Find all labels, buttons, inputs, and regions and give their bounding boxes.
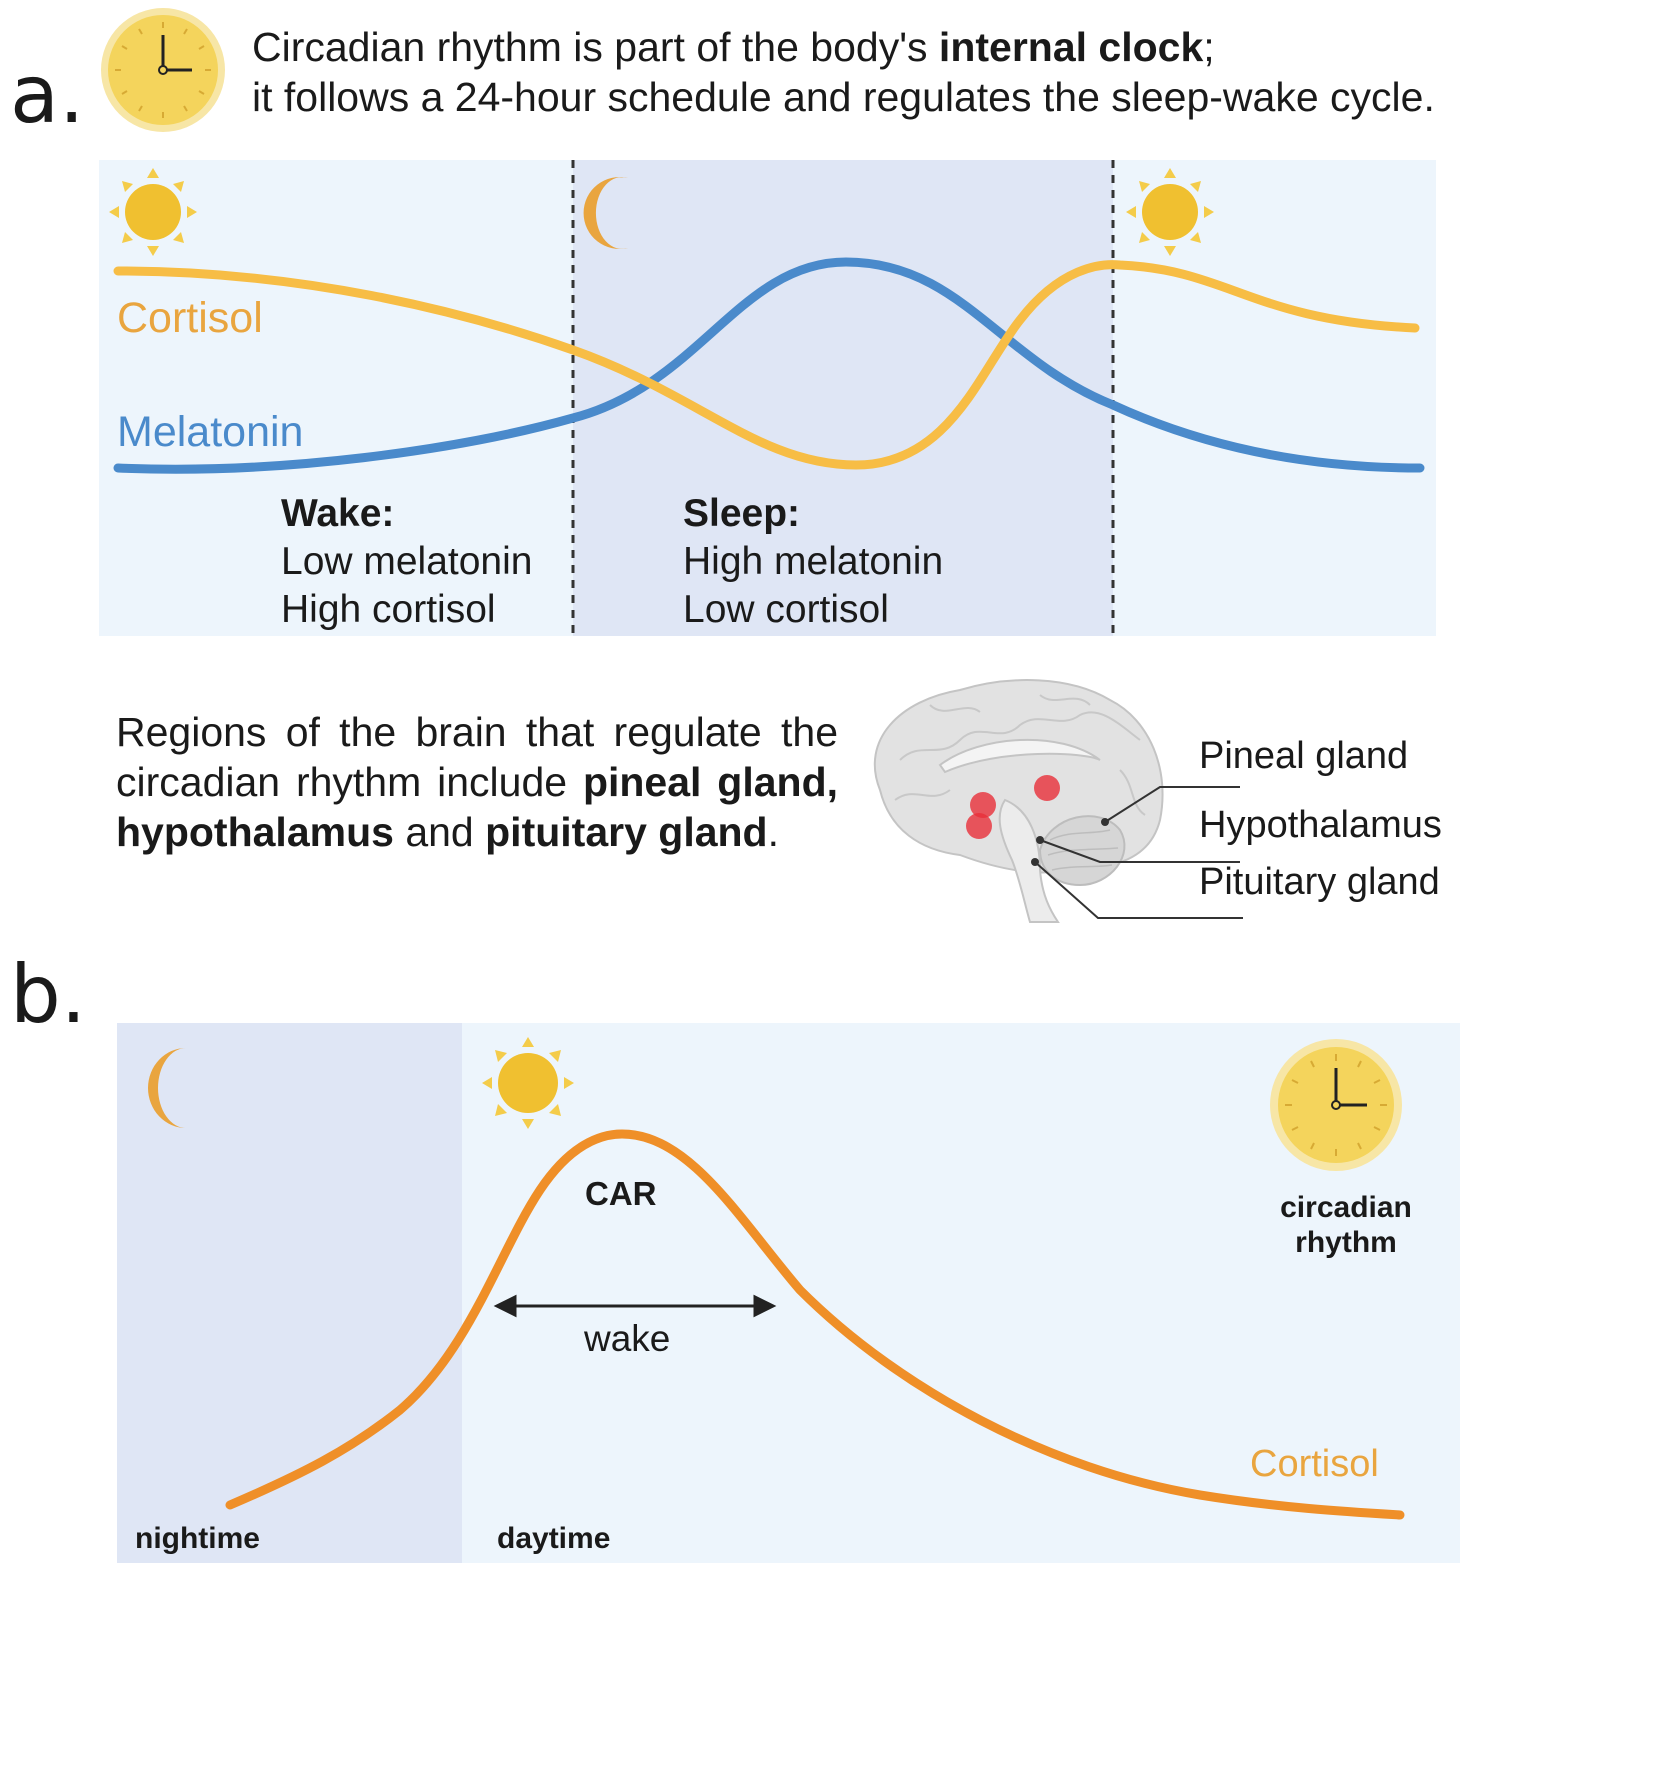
cortisol-curve bbox=[113, 260, 1420, 470]
sleep-line-2: Low cortisol bbox=[683, 588, 889, 631]
sun-icon bbox=[482, 1037, 574, 1129]
pituitary-gland-label: Pituitary gland bbox=[1199, 861, 1440, 903]
wake-label: wake bbox=[584, 1318, 671, 1359]
intro-text: Circadian rhythm is part of the body's i… bbox=[252, 24, 1435, 120]
sun-icon bbox=[1126, 168, 1214, 256]
wake-line-1: Low melatonin bbox=[281, 540, 533, 583]
wake-description: Wake: Low melatonin High cortisol bbox=[281, 490, 532, 634]
pineal-gland-marker bbox=[1034, 775, 1060, 801]
brain-regions-text: Regions of the brain that regulate the c… bbox=[116, 709, 839, 855]
nighttime-region bbox=[117, 1023, 462, 1563]
wake-title: Wake: bbox=[281, 492, 395, 535]
moon-icon bbox=[148, 1048, 186, 1128]
panel-a-label: a. bbox=[10, 48, 85, 141]
sleep-description: Sleep: High melatonin Low cortisol bbox=[683, 490, 943, 634]
cortisol-curve-b bbox=[225, 1129, 1405, 1520]
melatonin-label: Melatonin bbox=[117, 408, 304, 456]
clock-icon bbox=[1270, 1039, 1402, 1171]
cortisol-label: Cortisol bbox=[117, 294, 263, 342]
moon-icon bbox=[583, 176, 628, 250]
sun-icon bbox=[109, 168, 197, 256]
hypothalamus-label: Hypothalamus bbox=[1199, 804, 1442, 846]
wake-arrow bbox=[493, 1294, 777, 1318]
sleep-line-1: High melatonin bbox=[683, 540, 944, 583]
wake-line-2: High cortisol bbox=[281, 588, 496, 631]
car-label: CAR bbox=[585, 1175, 657, 1212]
daytime-label: daytime bbox=[497, 1522, 611, 1555]
nighttime-label: nightime bbox=[135, 1522, 260, 1555]
sleep-region bbox=[573, 160, 1113, 636]
hypothalamus-marker bbox=[970, 792, 996, 818]
circadian-rhythm-caption: circadian rhythm bbox=[1280, 1191, 1412, 1259]
melatonin-curve bbox=[113, 257, 1425, 474]
pineal-gland-label: Pineal gland bbox=[1199, 735, 1409, 777]
panel-b-label: b. bbox=[10, 948, 87, 1041]
pituitary-gland-marker bbox=[966, 813, 992, 839]
cortisol-label-b: Cortisol bbox=[1250, 1443, 1379, 1485]
sleep-title: Sleep: bbox=[683, 492, 801, 535]
